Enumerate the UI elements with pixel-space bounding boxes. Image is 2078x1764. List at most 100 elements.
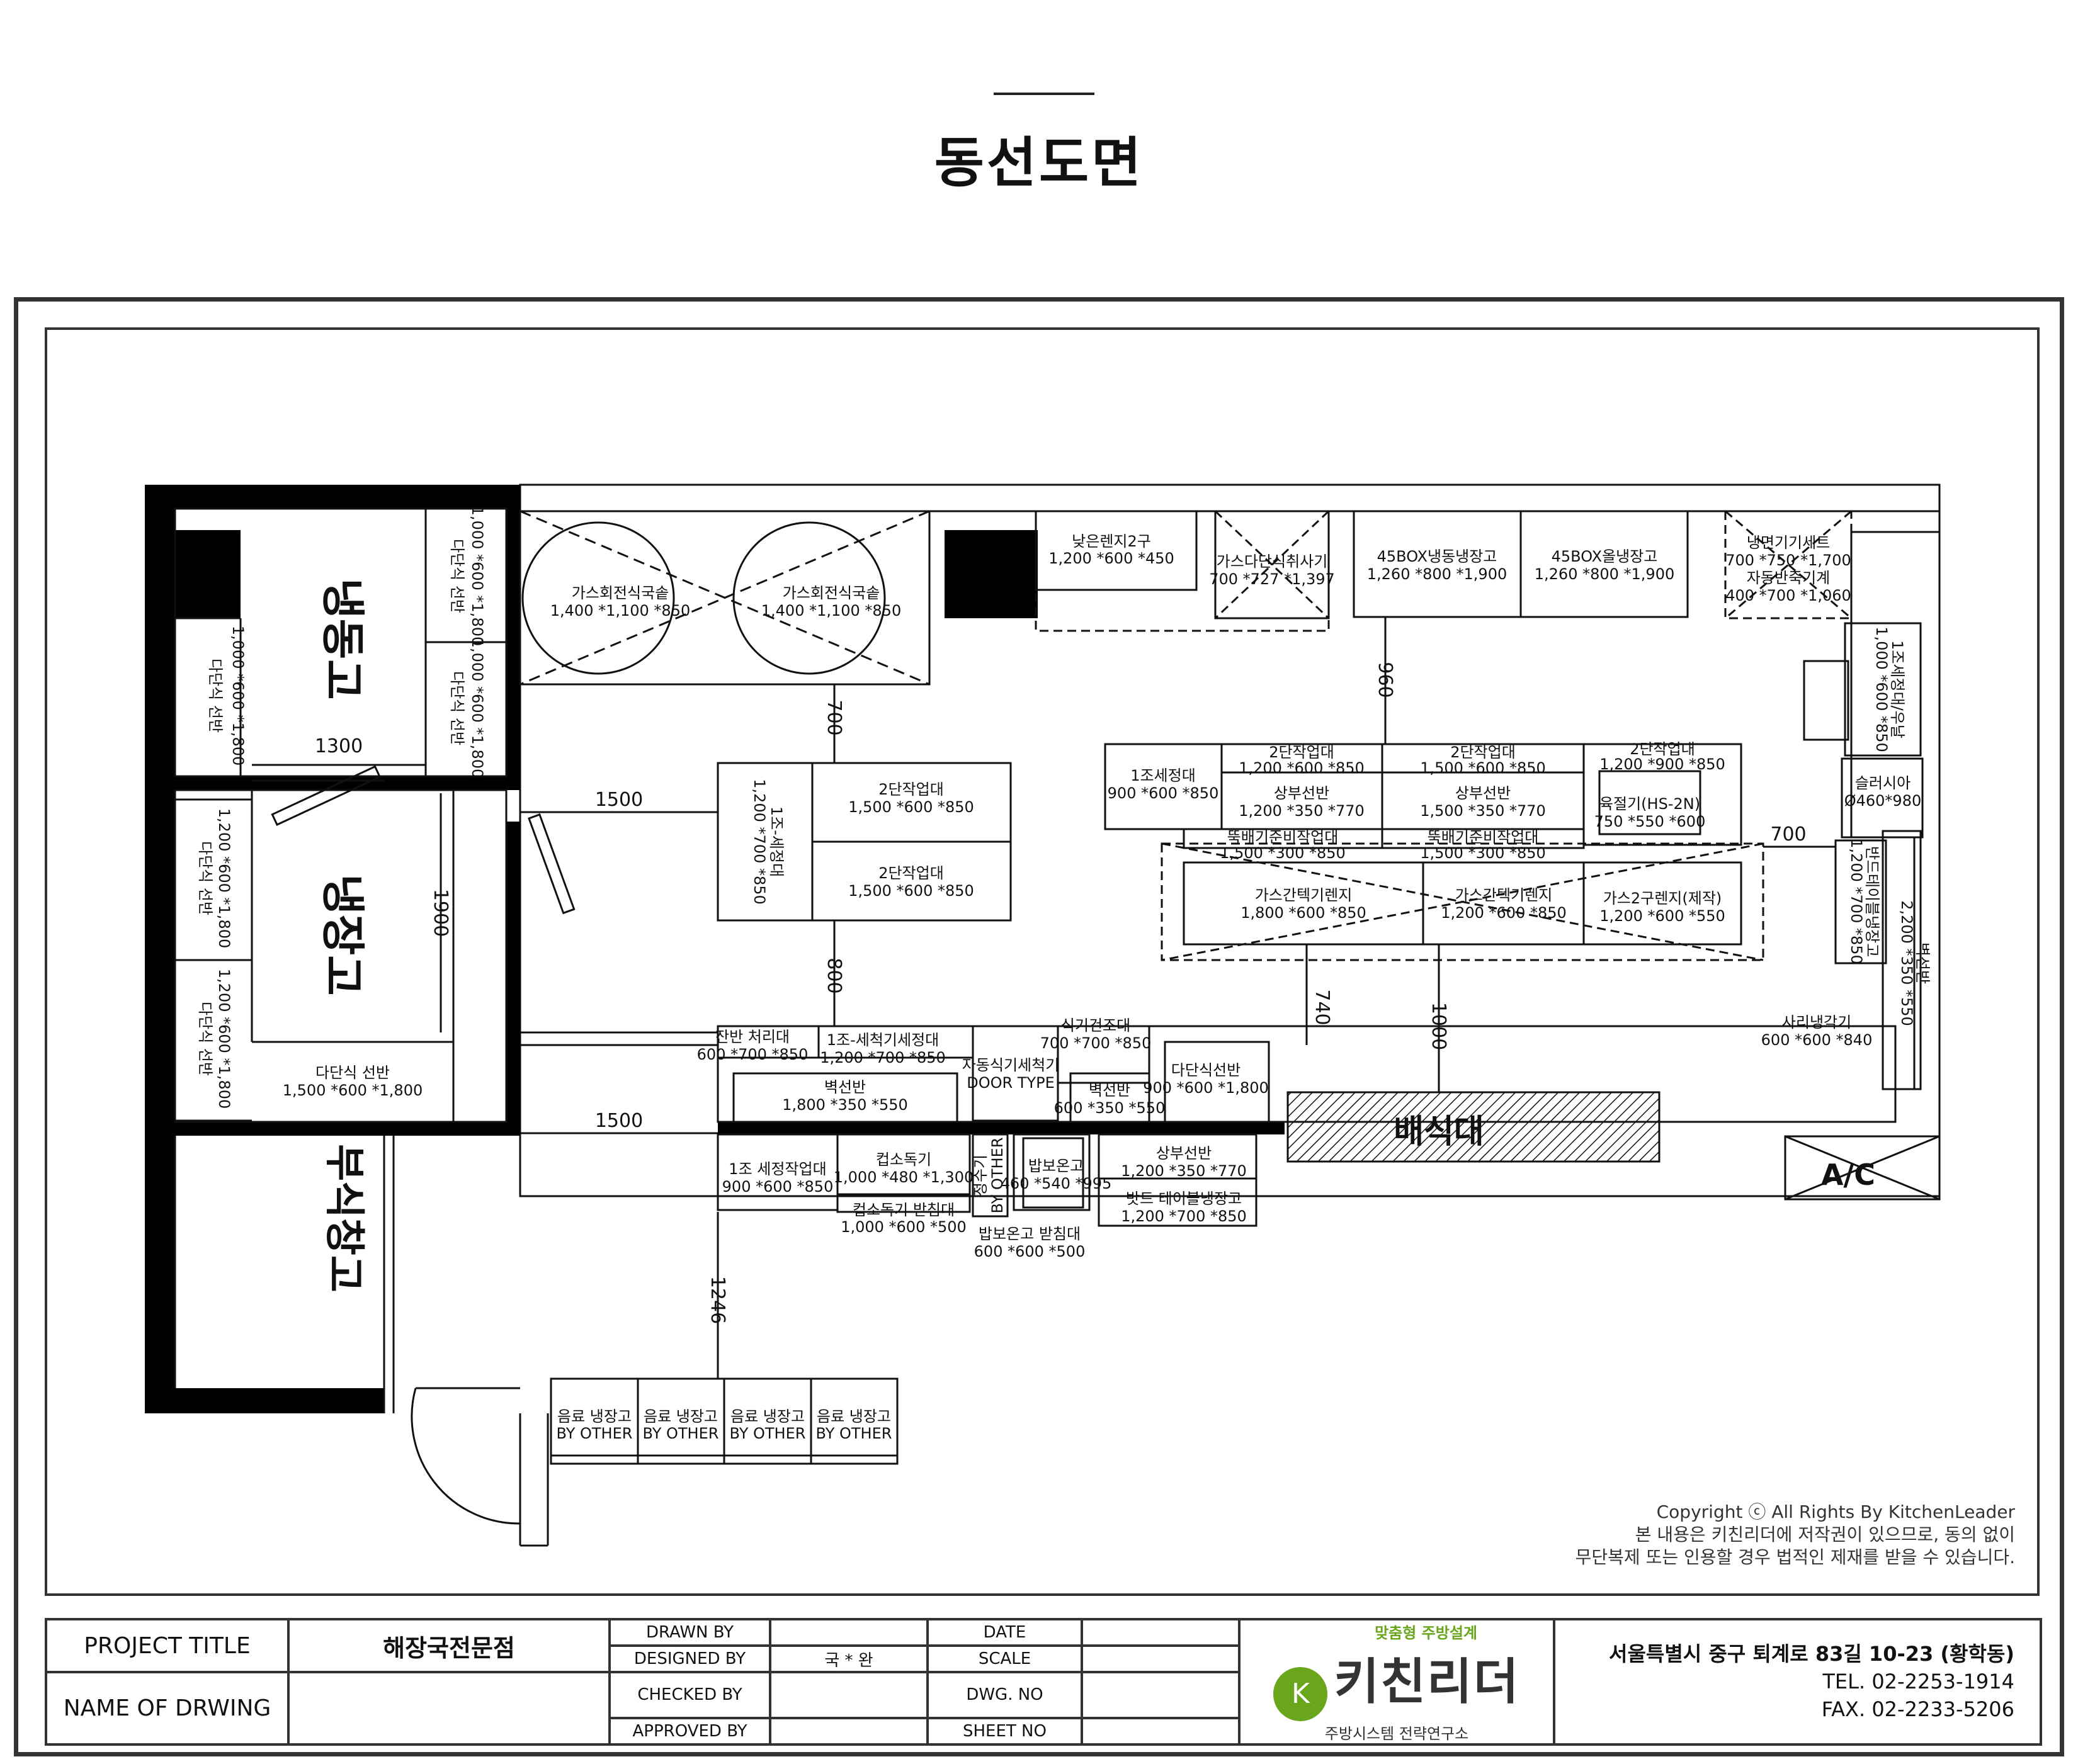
work1-name: 1조 세정작업대: [729, 1160, 826, 1178]
wall-shelf1-dim: 1,800 *350 *550: [782, 1096, 908, 1114]
bev1-name: 음료 냉장고: [557, 1408, 632, 1425]
sink-center-dim: 1,200 *700 *850: [751, 779, 768, 905]
work2a-name: 2단작업대: [1269, 743, 1334, 761]
work1-dim: 900 *600 *850: [722, 1178, 834, 1196]
room-freezer: 냉동고: [317, 578, 368, 699]
wall-shelf-r-name: 벽선반: [1914, 942, 1931, 984]
sink1r-name: 1조세정대/우날: [1888, 640, 1906, 738]
drawing-name-label: NAME OF DRWING: [45, 1671, 290, 1746]
upper-c-name: 상부선반: [1156, 1145, 1212, 1162]
band2-name: 밧드 테이블냉장고: [1126, 1190, 1242, 1207]
sink1r-dim: 1,000 *600 *850: [1873, 626, 1890, 752]
range2-dim: 1,200 *600 *450: [1048, 550, 1174, 567]
drawn-by-value: [769, 1618, 929, 1647]
ttuk-b-dim: 1,500 *300 *850: [1420, 844, 1546, 862]
dwg-no-label: DWG. NO: [926, 1671, 1083, 1719]
work2c-name: 2단작업대: [1630, 740, 1695, 758]
logo-mark-icon: K: [1273, 1666, 1328, 1721]
band-fridge-dim: 1,200 *700 *850: [1848, 839, 1865, 964]
bev4-dim: BY OTHER: [816, 1425, 892, 1442]
logo-subtitle: 주방시스템 전략연구소: [1324, 1724, 1469, 1743]
rice-stand-name: 밥보온고 받침대: [979, 1225, 1081, 1243]
dim-1900: 1900: [429, 889, 451, 937]
upper-c-dim: 1,200 *350 *770: [1121, 1162, 1247, 1180]
sink1-name: 1조세정대: [1130, 767, 1196, 784]
copyright-line-2: 본 내용은 키친리더에 저작권이 있으므로, 동의 없이: [1635, 1524, 2015, 1545]
approved-by-value: [769, 1716, 929, 1746]
project-title-label: PROJECT TITLE: [45, 1618, 290, 1673]
ttuk-a-dim: 1,500 *300 *850: [1220, 844, 1346, 862]
work2a-dim: 1,200 *600 *850: [1239, 759, 1365, 777]
range2-name: 낮은렌지2구: [1072, 533, 1151, 550]
title-rule: [994, 93, 1094, 95]
date-value: [1081, 1618, 1241, 1647]
box-freezer-dim: 1,260 *800 *1,900: [1367, 565, 1507, 583]
tack1-name: 가스간텍기렌지: [1255, 886, 1353, 904]
drink-set-dim: 700 *750 *1,700: [1725, 551, 1851, 569]
soup1-name: 가스회전식국솥: [572, 584, 669, 602]
page-title: 동선도면: [934, 132, 1144, 195]
shelf-f3-name: 다단식 선반: [448, 671, 466, 745]
cup-stand-name: 컵소독기 받침대: [853, 1201, 955, 1219]
dim-1500-a: 1500: [595, 789, 643, 811]
title-block: PROJECT TITLE 해장국전문점 DRAWN BY DATE 맞춤형 주…: [45, 1618, 2042, 1746]
slush-name: 슬러시아: [1855, 774, 1911, 792]
dim-1300: 1300: [315, 735, 363, 757]
room-pantry: 부식창고: [321, 1144, 367, 1292]
soup1-dim: 1,400 *1,100 *850: [550, 602, 690, 619]
cup-sterilizer-name: 컵소독기: [876, 1151, 931, 1168]
band-fridge-name: 반드테이블냉장고: [1863, 846, 1881, 958]
work2b-dim: 1,500 *600 *850: [1420, 759, 1546, 777]
purifier-dim: BY OTHER: [989, 1138, 1006, 1214]
ttuk-a-name: 뚝배기준비작업대: [1227, 828, 1339, 846]
box-fridge-dim: 1,260 *800 *1,900: [1535, 565, 1674, 583]
tack1-dim: 1,800 *600 *850: [1241, 904, 1366, 922]
range3-name: 가스2구렌지(제작): [1603, 890, 1722, 907]
dishwasher-name: 자동식기세척기: [962, 1056, 1060, 1074]
bev4-name: 음료 냉장고: [817, 1408, 891, 1425]
shelf-r2-name: 다단식 선반: [196, 1002, 214, 1076]
dim-1246: 1246: [707, 1276, 729, 1324]
wall-shelf2-dim: 600 *350 *550: [1054, 1099, 1166, 1117]
room-ac: A/C: [1821, 1158, 1875, 1192]
dishwasher-dim: DOOR TYPE: [967, 1074, 1055, 1092]
scale-label: SCALE: [926, 1644, 1083, 1673]
shelf-f2-name: 다단식 선반: [448, 539, 466, 613]
project-title-value: 해장국전문점: [287, 1618, 611, 1673]
soup2-name: 가스회전식국솥: [783, 584, 880, 602]
company-contact: 서울특별시 중구 퇴계로 83길 10-23 (황학동) TEL. 02-225…: [1553, 1618, 2042, 1746]
scale-value: [1081, 1644, 1241, 1673]
multi-shelf-dim: 900 *600 *1,800: [1143, 1079, 1269, 1097]
dim-1500-b: 1500: [595, 1110, 643, 1132]
wall-shelf2-name: 벽선반: [1089, 1082, 1130, 1099]
room-serving: 배식대: [1394, 1113, 1484, 1151]
rice-warmer-dim: 460 *540 *995: [1001, 1175, 1112, 1192]
drawing-name-value: [287, 1671, 611, 1746]
waste-name: 잔반 처리대: [715, 1028, 790, 1046]
shelf-r2-dim: 1,200 *600 *1,800: [215, 969, 233, 1109]
sari-name: 사리냉각기: [1782, 1014, 1851, 1031]
slush-dim: Ø460*980: [1844, 792, 1922, 810]
ttuk-b-name: 뚝배기준비작업대: [1428, 828, 1539, 846]
sheet-no-label: SHEET NO: [926, 1716, 1083, 1746]
slicer-name: 육절기(HS-2N): [1599, 795, 1700, 813]
dim-1000: 1000: [1428, 1002, 1450, 1050]
copyright-line-3: 무단복제 또는 인용할 경우 법적인 제재를 받을 수 있습니다.: [1575, 1547, 2015, 1568]
company-tel: TEL. 02-2253-1914: [1822, 1670, 2014, 1694]
wall-shelf1-name: 벽선반: [824, 1078, 866, 1096]
shelf-f1-name: 다단식 선반: [207, 659, 224, 733]
dim-740: 740: [1311, 989, 1333, 1025]
multi-shelf-name: 다단식선반: [1171, 1061, 1241, 1079]
dim-700-a: 700: [823, 699, 845, 735]
rice-cooker-dim: 700 *727 *1,397: [1209, 570, 1335, 588]
dough-machine-name: 자동반죽기계: [1747, 569, 1830, 587]
upper-b-name: 상부선반: [1455, 784, 1511, 802]
cup-stand-dim: 1,000 *600 *500: [841, 1218, 967, 1236]
shelf-r3-name: 다단식 선반: [315, 1064, 390, 1082]
dimension-lines: [252, 617, 1836, 1379]
bev2-name: 음료 냉장고: [644, 1408, 718, 1425]
dwg-no-value: [1081, 1671, 1241, 1719]
sheet-no-value: [1081, 1716, 1241, 1746]
checked-by-label: CHECKED BY: [608, 1671, 771, 1719]
